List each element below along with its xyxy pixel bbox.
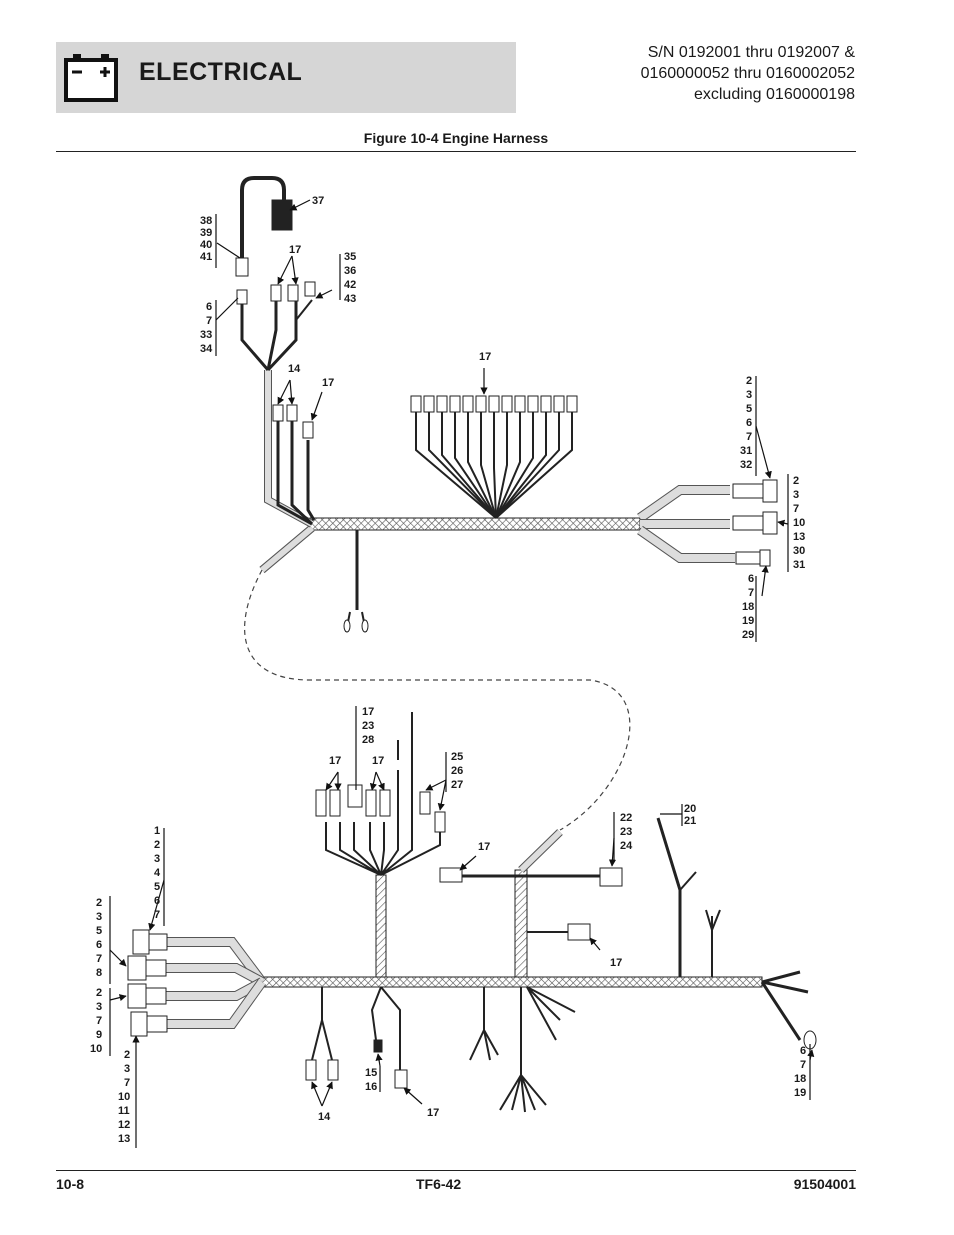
callout-17: 17 (289, 244, 301, 256)
page-number: 10-8 (56, 1176, 85, 1192)
model-number: TF6-42 (416, 1176, 462, 1192)
callout-17: 17 (610, 957, 622, 969)
serial-range: S/N 0192001 thru 0192007 & 0160000052 th… (641, 42, 855, 105)
callout-14: 14 (318, 1111, 331, 1123)
section-title: ELECTRICAL (139, 58, 303, 86)
header-rule (56, 151, 856, 152)
figure-title: Figure 10-4 Engine Harness (363, 130, 549, 146)
callout-37: 37 (312, 195, 324, 207)
lower-harness (127, 712, 817, 1113)
callout-17: 17 (329, 755, 341, 767)
serial-line: excluding 0160000198 (693, 86, 855, 103)
header-band (56, 42, 516, 113)
callout-17: 17 (427, 1107, 439, 1119)
callout-17: 17 (372, 755, 384, 767)
harness-continuation (244, 569, 631, 831)
battery-icon (64, 54, 118, 102)
callout-17: 17 (478, 841, 490, 853)
serial-line: 0160000052 thru 0160002052 (640, 65, 855, 82)
upper-harness (235, 176, 778, 633)
document-number: 91504001 (793, 1176, 856, 1192)
callout-17: 17 (322, 377, 334, 389)
serial-line: S/N 0192001 thru 0192007 & (647, 44, 855, 61)
callout-leaders (109, 199, 815, 1148)
callout-17: 17 (479, 351, 491, 363)
footer-rule (56, 1170, 856, 1171)
callout-14: 14 (288, 363, 301, 375)
